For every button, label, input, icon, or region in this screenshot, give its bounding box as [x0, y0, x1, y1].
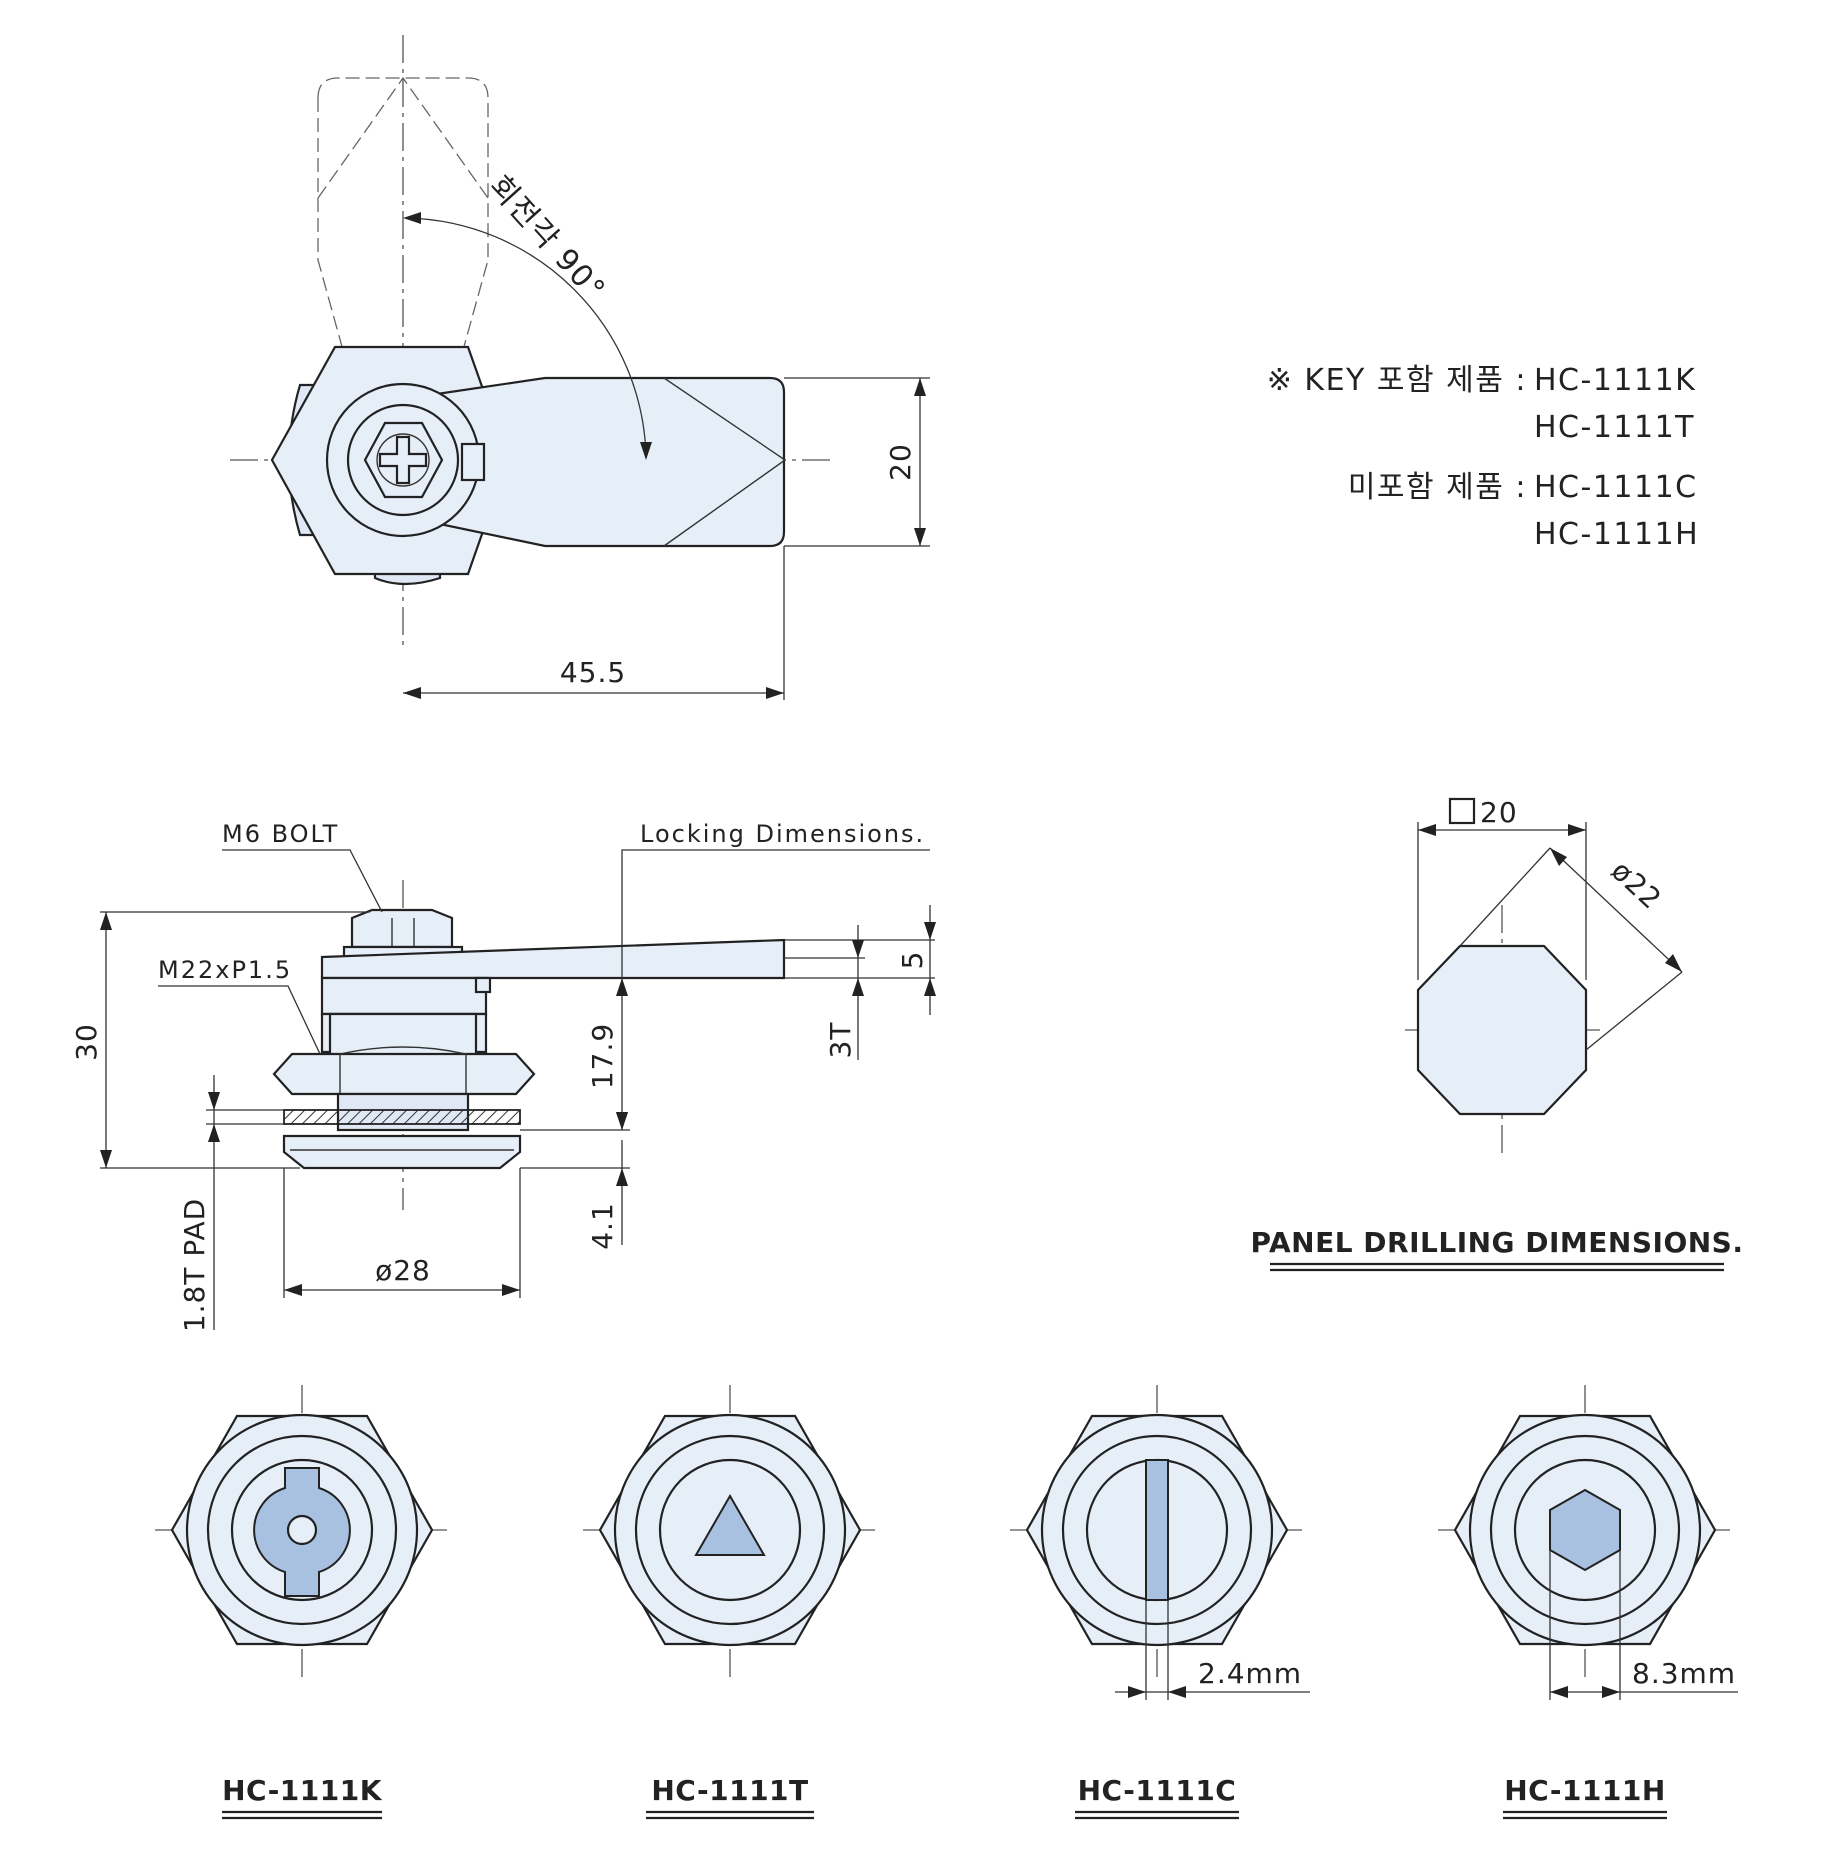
ext-dia-b — [1585, 971, 1683, 1051]
c-model-label: HC-1111C — [1078, 1774, 1237, 1807]
bolt-washer — [376, 433, 430, 487]
arrow-sq-left — [1418, 824, 1436, 836]
dim-28-value: ø28 — [375, 1254, 431, 1287]
dim-3t-value: 3T — [824, 1022, 857, 1059]
panel-cutout — [1416, 944, 1588, 1116]
h-dim-value: 8.3mm — [1632, 1657, 1736, 1690]
key-included-model-1: HC-1111K — [1534, 363, 1696, 398]
h-model-label: HC-1111H — [1504, 1774, 1666, 1807]
dim-dia-line — [1549, 847, 1683, 973]
panel-nut — [272, 1052, 536, 1096]
rotated-handle-diagonals — [317, 76, 489, 199]
variant-hc-1111k: HC-1111K — [155, 1385, 450, 1820]
arrow-sq-right — [1568, 824, 1586, 836]
dim-height-value: 20 — [884, 443, 917, 481]
arrow-length-left — [403, 687, 421, 699]
h-arrow-right — [1602, 1686, 1620, 1698]
cam-handle — [320, 938, 786, 980]
variant-hc-1111h: 8.3mm HC-1111H — [1438, 1385, 1738, 1820]
arrow-30-top — [100, 912, 112, 930]
arrow-5-bottom — [924, 978, 936, 996]
arrow-28-right — [502, 1284, 520, 1296]
arrow-41-top — [616, 1112, 628, 1130]
key-included-model-2: HC-1111T — [1534, 410, 1695, 445]
key-excluded-model-1: HC-1111C — [1534, 470, 1698, 505]
dim-square-value: 20 — [1480, 796, 1518, 829]
dim-30-value: 30 — [70, 1023, 103, 1061]
panel-drilling: 20 ø22 PANEL DRILLING DIMENSIONS. — [1251, 796, 1744, 1272]
arc-arrow-end — [640, 442, 652, 460]
arrow-3t-top — [852, 940, 864, 958]
dim-length-value: 45.5 — [560, 656, 626, 689]
arrow-3t-bottom — [852, 978, 864, 996]
c-arrow-left — [1128, 1686, 1146, 1698]
phillips-cross-icon — [378, 435, 428, 485]
handle-facet — [663, 377, 787, 547]
key-included-label: ※ KEY 포함 제품 : — [1267, 363, 1527, 398]
arrow-41-bottom — [616, 1168, 628, 1186]
top-view: 회전각 90° 20 45.5 — [230, 35, 930, 700]
side-view: M6 BOLT M22xP1.5 Locking Dimensions. 30 … — [70, 820, 936, 1332]
arrow-28-left — [284, 1284, 302, 1296]
ext-dia-a — [1459, 847, 1551, 947]
housing-upper — [320, 976, 488, 1016]
handle — [428, 376, 786, 548]
t-model-label: HC-1111T — [651, 1774, 808, 1807]
arrow-pad-bottom — [208, 1124, 220, 1142]
c-arrow-right — [1168, 1686, 1186, 1698]
housing-tab — [474, 976, 492, 994]
arrow-30-bottom — [100, 1150, 112, 1168]
thread-label: M22xP1.5 — [158, 956, 292, 984]
arrow-height-top — [914, 378, 926, 396]
key-excluded-label: 미포함 제품 : — [1348, 470, 1527, 505]
triangle-slot-icon — [694, 1493, 766, 1556]
k-key-pin — [286, 1514, 318, 1546]
arrow-dia-a — [1550, 848, 1567, 866]
panel-drilling-title: PANEL DRILLING DIMENSIONS. — [1251, 1226, 1744, 1259]
arrow-dia-b — [1665, 954, 1682, 972]
arrow-height-bottom — [914, 528, 926, 546]
rotation-arc — [407, 217, 647, 456]
arc-arrow-start — [403, 212, 421, 224]
arrow-5-top — [924, 922, 936, 940]
rotation-angle-label: 회전각 90° — [482, 169, 612, 308]
dim-pad-value: 1.8T PAD — [178, 1198, 211, 1332]
m6-bolt-head — [350, 908, 454, 949]
variant-hc-1111t: HC-1111T — [583, 1385, 878, 1820]
arrow-length-right — [766, 687, 784, 699]
dim-41-value: 4.1 — [586, 1202, 619, 1250]
key-excluded-model-2: HC-1111H — [1534, 517, 1699, 552]
straight-slot-icon — [1145, 1459, 1169, 1601]
square-symbol-icon — [1448, 797, 1476, 825]
arrow-pad-top — [208, 1092, 220, 1110]
locking-leader — [621, 849, 930, 978]
key-notes: ※ KEY 포함 제품 : HC-1111K HC-1111T 미포함 제품 :… — [1267, 363, 1699, 552]
panel-pad — [283, 1109, 521, 1125]
flange — [282, 1134, 522, 1170]
hexagon-slot-icon — [1549, 1488, 1621, 1572]
dim-17-value: 17.9 — [586, 1023, 619, 1089]
variant-hc-1111c: 2.4mm HC-1111C — [1010, 1385, 1310, 1820]
m6-bolt-label: M6 BOLT — [222, 820, 339, 848]
locking-dimensions-label: Locking Dimensions. — [640, 820, 925, 848]
k-model-label: HC-1111K — [222, 1774, 383, 1807]
c-dim-value: 2.4mm — [1198, 1657, 1302, 1690]
dim-dia-value: ø22 — [1605, 854, 1668, 916]
thread-leader — [158, 985, 321, 1055]
stop-pin — [460, 442, 486, 482]
dim-5-value: 5 — [896, 951, 929, 970]
arrow-17-top — [616, 978, 628, 996]
h-arrow-left — [1550, 1686, 1568, 1698]
m6-bolt-leader — [222, 849, 383, 913]
